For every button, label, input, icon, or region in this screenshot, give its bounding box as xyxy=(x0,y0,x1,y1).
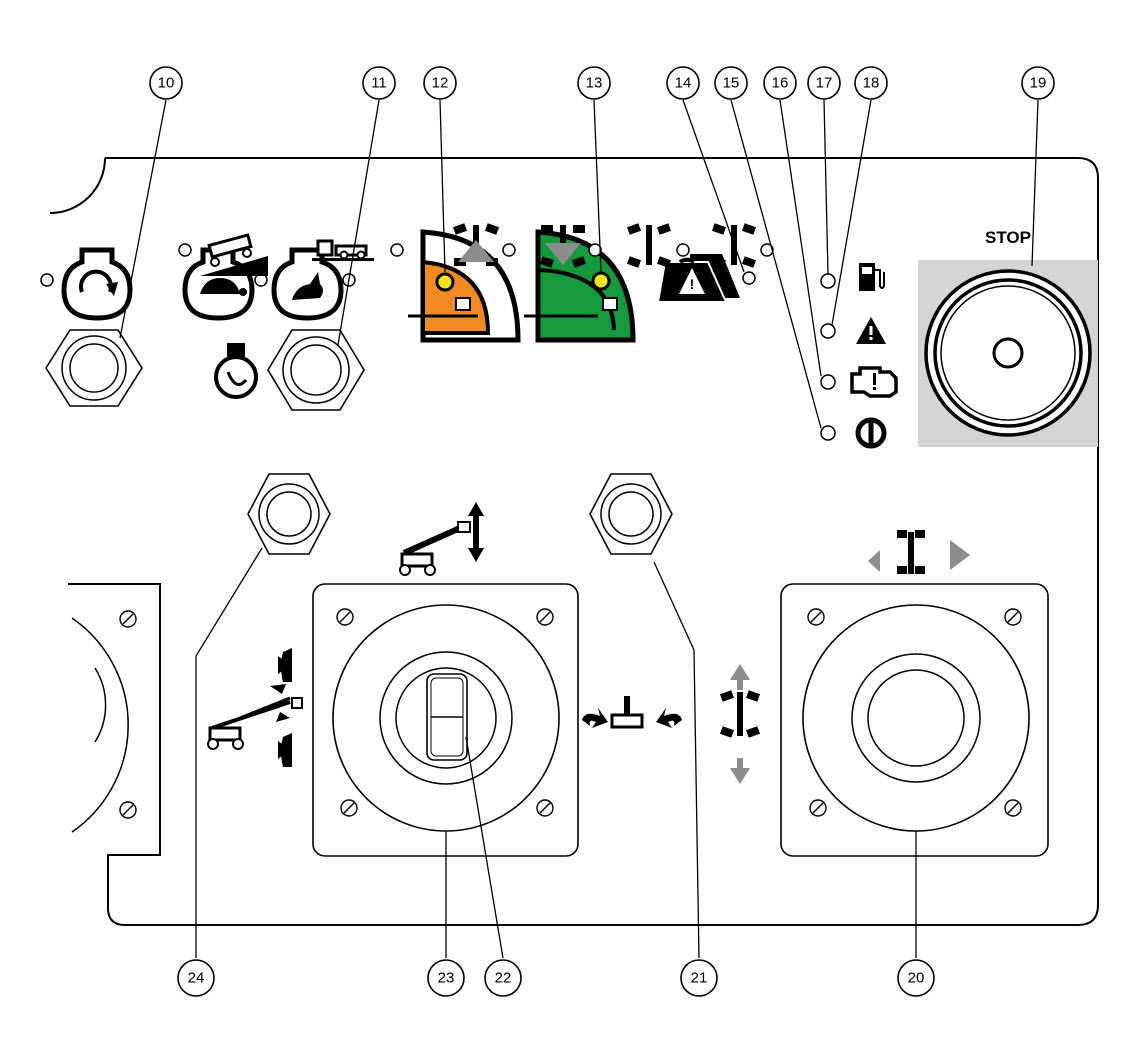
svg-text:10: 10 xyxy=(158,75,175,92)
plate-screw xyxy=(1005,609,1021,625)
boom-extend-icon xyxy=(208,648,302,767)
warning-triangle-icon xyxy=(856,317,886,344)
plate-screw xyxy=(1005,800,1021,816)
svg-text:11: 11 xyxy=(371,75,387,92)
emergency-circle-icon xyxy=(858,420,884,446)
drive-joystick-plate xyxy=(781,584,1048,856)
svg-text:22: 22 xyxy=(495,970,512,987)
speed-selector-button[interactable] xyxy=(268,330,364,410)
callout-12: 12 xyxy=(424,67,456,99)
callout-18: 18 xyxy=(855,67,887,99)
boom-joystick[interactable] xyxy=(333,605,559,831)
callout-20: 20 xyxy=(898,960,934,996)
plate-screw xyxy=(337,609,353,625)
engine-fault-icon xyxy=(852,368,896,396)
plate-screw xyxy=(341,800,357,816)
stop-panel: STOP xyxy=(918,228,1098,447)
svg-text:23: 23 xyxy=(438,970,455,987)
steering-direction-icon xyxy=(868,530,970,574)
orange-mode-indicator xyxy=(408,232,518,340)
plate-screw xyxy=(808,609,824,625)
svg-text:19: 19 xyxy=(1030,75,1047,92)
callout-17: 17 xyxy=(808,67,840,99)
engine-start-icon xyxy=(64,250,130,318)
stop-label: STOP xyxy=(985,228,1031,247)
plate-screw xyxy=(537,800,553,816)
slope-mode-led xyxy=(179,244,191,256)
green-mode-indicator xyxy=(524,232,633,340)
svg-text:18: 18 xyxy=(863,75,880,92)
plate-screw xyxy=(810,800,826,816)
callout-21: 21 xyxy=(681,960,717,996)
svg-text:15: 15 xyxy=(723,75,740,92)
steer-all-icon xyxy=(627,223,671,268)
boom-joystick-plate xyxy=(313,584,578,856)
engine-start-group xyxy=(41,250,142,406)
svg-text:24: 24 xyxy=(188,970,205,987)
emergency-led xyxy=(821,426,835,440)
callout-14: 14 xyxy=(667,67,699,99)
orange-indicator-light xyxy=(437,274,453,290)
steer-rear-led xyxy=(589,244,601,256)
terrain-mode-button[interactable] xyxy=(248,474,330,554)
stop-button[interactable] xyxy=(926,271,1090,435)
svg-text:20: 20 xyxy=(908,970,925,987)
steering-mode-button[interactable] xyxy=(590,474,672,554)
engine-start-button[interactable] xyxy=(46,330,142,406)
svg-text:21: 21 xyxy=(691,970,708,987)
svg-text:16: 16 xyxy=(772,75,789,92)
callout-24: 24 xyxy=(178,960,214,996)
callout-23: 23 xyxy=(428,960,464,996)
steer-all-led xyxy=(677,244,689,256)
svg-text:14: 14 xyxy=(675,75,692,92)
callout-19: 19 xyxy=(1022,67,1054,99)
overload-led xyxy=(743,272,755,284)
flat-vehicle-icon xyxy=(312,241,374,261)
left-partial-gauge xyxy=(72,611,136,832)
callout-13: 13 xyxy=(578,67,610,99)
callout-11: 11 xyxy=(363,67,395,99)
plate-screw xyxy=(537,609,553,625)
drive-joystick[interactable] xyxy=(803,605,1029,831)
engine-fault-led xyxy=(821,375,835,389)
fuel-pump-icon xyxy=(859,263,884,291)
boom-lift-icon xyxy=(400,502,484,575)
engine-start-led xyxy=(41,274,53,286)
svg-text:13: 13 xyxy=(586,75,603,92)
callout-16: 16 xyxy=(764,67,796,99)
steer-front-led xyxy=(503,244,515,256)
svg-text:17: 17 xyxy=(816,75,833,92)
callout-22: 22 xyxy=(485,960,521,996)
panel-corner-arc xyxy=(50,158,105,213)
green-indicator-light xyxy=(593,273,609,289)
svg-text:!: ! xyxy=(690,276,695,292)
callout-10: 10 xyxy=(150,67,182,99)
flat-mode-led xyxy=(391,244,403,256)
callout-15: 15 xyxy=(715,67,747,99)
platform-rotate-icon xyxy=(582,696,682,728)
fuel-led xyxy=(821,274,835,288)
svg-text:12: 12 xyxy=(432,75,449,92)
drive-direction-icon xyxy=(720,664,760,784)
horn-icon xyxy=(216,343,256,397)
warning-led xyxy=(821,324,835,338)
